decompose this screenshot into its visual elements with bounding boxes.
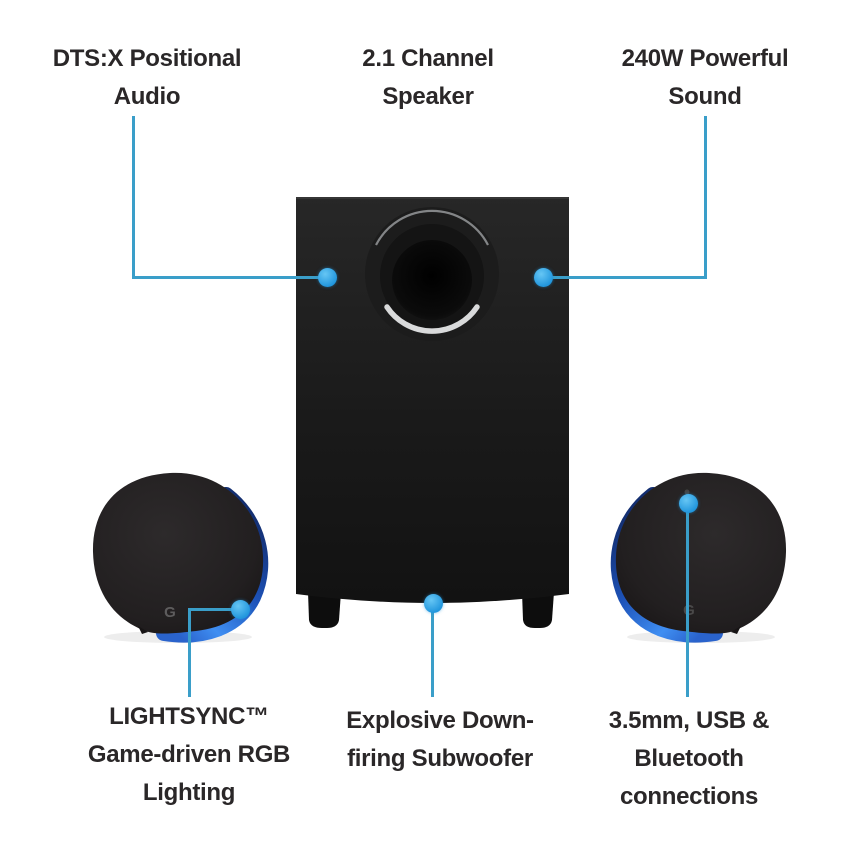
callout-dot-connections: [679, 494, 698, 513]
subwoofer-driver-top-highlight: [375, 209, 489, 246]
logitech-g-logo-icon: G: [683, 602, 695, 619]
callout-dot-sound: [534, 268, 553, 287]
subwoofer-driver-cone: [392, 240, 472, 320]
subwoofer-foot-left: [308, 592, 341, 628]
subwoofer-cabinet: [296, 197, 569, 603]
subwoofer-driver-bottom-highlight: [384, 304, 480, 334]
right-satellite-speaker: [616, 473, 786, 635]
callout-label-downfiring-subwoofer: Explosive Down- firing Subwoofer: [346, 707, 534, 772]
callout-line-lightsync-horizontal: [188, 608, 241, 611]
callout-dot-subwoofer: [424, 594, 443, 613]
callout-line-dtsx-vertical: [132, 116, 135, 279]
callout-dot-dtsx: [318, 268, 337, 287]
callout-dot-lightsync: [231, 600, 250, 619]
subwoofer: [296, 197, 569, 628]
logitech-g-logo-icon: G: [164, 604, 176, 621]
callout-line-sound-horizontal: [543, 276, 707, 279]
callout-label-powerful-sound: 240W Powerful Sound: [621, 45, 789, 110]
callout-label-lightsync-rgb: LIGHTSYNC™ Game-driven RGB Lighting: [87, 703, 291, 806]
left-satellite-speaker: [92, 472, 269, 643]
callout-label-dtsx-positional-audio: DTS:X Positional Audio: [52, 45, 242, 110]
callout-line-connections-vertical: [686, 503, 689, 697]
subwoofer-foot-right: [522, 592, 554, 628]
speaker-bottom-tip: [138, 626, 148, 634]
speaker-body: [92, 472, 264, 634]
speaker-led-dot: [684, 489, 690, 495]
callout-line-dtsx-horizontal: [132, 276, 328, 279]
callout-label-channel-speaker: 2.1 Channel Speaker: [362, 45, 494, 110]
callout-line-sound-vertical: [704, 116, 707, 279]
callout-label-connections: 3.5mm, USB & Bluetooth connections: [608, 707, 770, 810]
callout-line-subwoofer-vertical: [431, 602, 434, 697]
callout-line-lightsync-vertical: [188, 608, 191, 697]
